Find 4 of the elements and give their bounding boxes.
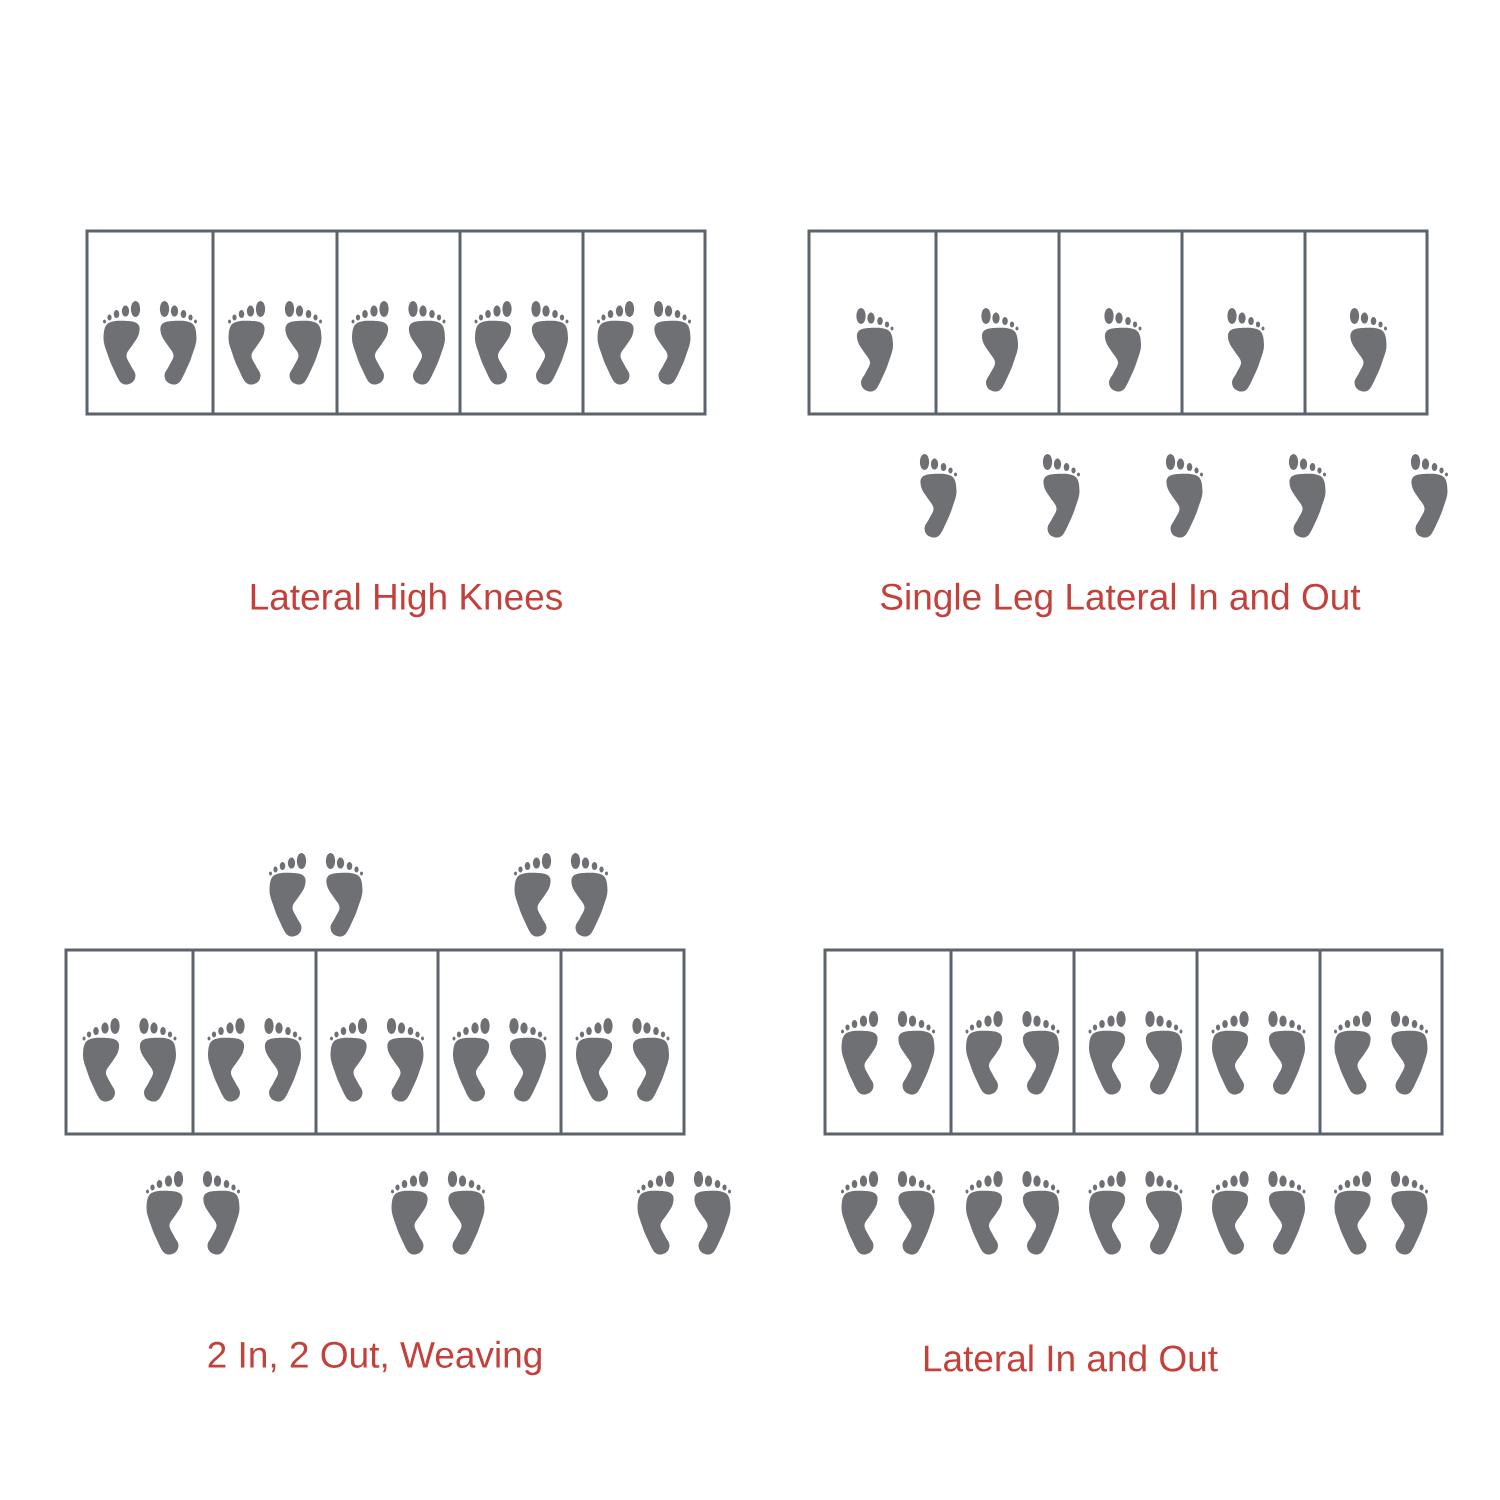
drill-label: 2 In, 2 Out, Weaving — [208, 1340, 541, 1376]
drill-label: Lateral High Knees — [251, 582, 562, 618]
drill-label: Lateral In and Out — [924, 1344, 1218, 1372]
drill-label: Single Leg Lateral In and Out — [881, 582, 1361, 618]
